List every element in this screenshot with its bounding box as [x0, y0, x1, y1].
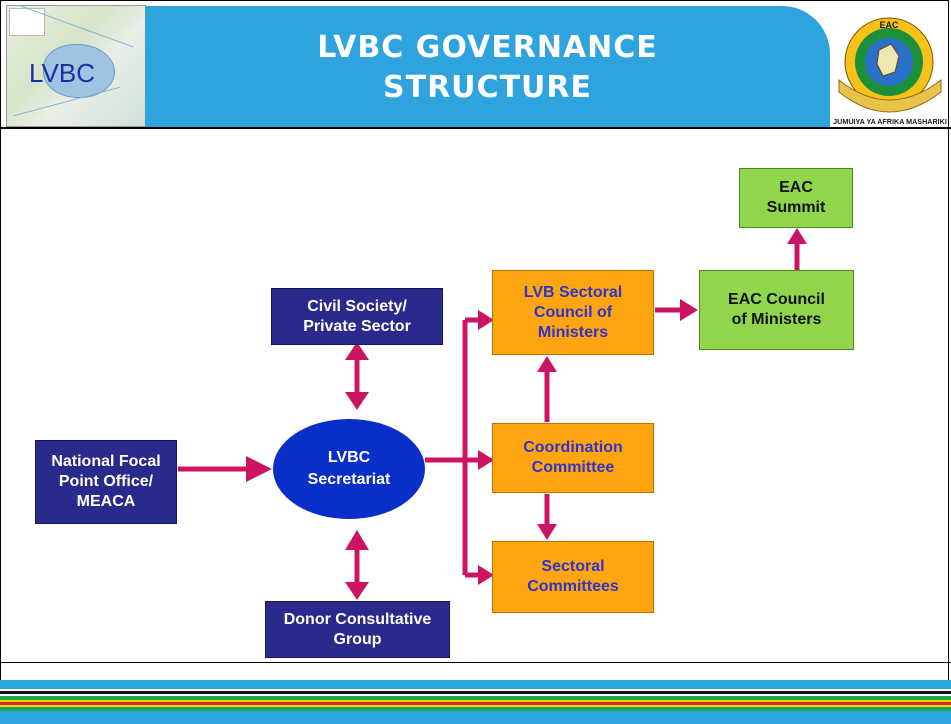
- lake-victoria-map-image: LVBC: [6, 5, 146, 127]
- sectoral-council-line-1: LVB Sectoral: [523, 283, 623, 301]
- sectoral-committees-box: Sectoral Committees: [492, 541, 654, 613]
- civil-society-line-1: Civil Society/: [307, 297, 407, 315]
- donor-line-2: Group: [333, 630, 382, 648]
- eac-flag-stripes: [0, 680, 951, 724]
- title-line-1: LVBC GOVERNANCE: [317, 30, 658, 65]
- civil-society-line-2: Private Sector: [303, 317, 411, 335]
- lvbc-secretariat-ellipse: LVBC Secretariat: [273, 419, 425, 519]
- slide-header: LVBC LVBC GOVERNANCE STRUCTURE EAC JUMUI…: [0, 0, 951, 128]
- sectoral-committees-line-2: Committees: [527, 578, 619, 595]
- slide-title: LVBC GOVERNANCE STRUCTURE: [145, 28, 830, 108]
- sectoral-committees-line-1: Sectoral: [541, 558, 605, 575]
- national-focal-line-1: National Focal: [51, 453, 161, 470]
- sectoral-council-line-2: Council of: [533, 303, 613, 321]
- sectoral-council-line-3: Ministers: [537, 323, 609, 341]
- lvb-sectoral-council-box: LVB Sectoral Council of Ministers: [492, 270, 654, 355]
- civil-society-box: Civil Society/ Private Sector: [271, 288, 443, 345]
- coordination-line-1: Coordination: [523, 439, 623, 456]
- eac-council-line-2: of Ministers: [731, 311, 822, 328]
- national-focal-line-2: Point Office/: [58, 473, 154, 490]
- logo-top-text: EAC: [879, 20, 899, 30]
- national-focal-line-3: MEACA: [76, 493, 136, 510]
- map-label: LVBC: [29, 58, 95, 88]
- donor-consultative-box: Donor Consultative Group: [265, 601, 450, 658]
- header-divider: [0, 127, 951, 129]
- title-banner: LVBC GOVERNANCE STRUCTURE: [145, 6, 830, 128]
- eac-summit-line-2: Summit: [766, 199, 826, 216]
- logo-bottom-text: JUMUIYA YA AFRIKA MASHARIKI: [833, 117, 947, 126]
- donor-line-1: Donor Consultative: [283, 610, 432, 628]
- eac-summit-box: EAC Summit: [739, 168, 853, 228]
- coordination-line-2: Committee: [531, 459, 615, 476]
- secretariat-line-2: Secretariat: [307, 471, 391, 488]
- eac-summit-line-1: EAC: [779, 179, 813, 196]
- coordination-committee-box: Coordination Committee: [492, 423, 654, 493]
- national-focal-point-box: National Focal Point Office/ MEACA: [35, 440, 177, 524]
- title-line-2: STRUCTURE: [383, 70, 592, 105]
- eac-council-box: EAC Council of Ministers: [699, 270, 854, 350]
- eac-council-line-1: EAC Council: [728, 291, 825, 308]
- footer-divider: [0, 662, 951, 663]
- eac-logo-icon: EAC JUMUIYA YA AFRIKA MASHARIKI: [833, 17, 947, 127]
- secretariat-line-1: LVBC: [327, 449, 371, 466]
